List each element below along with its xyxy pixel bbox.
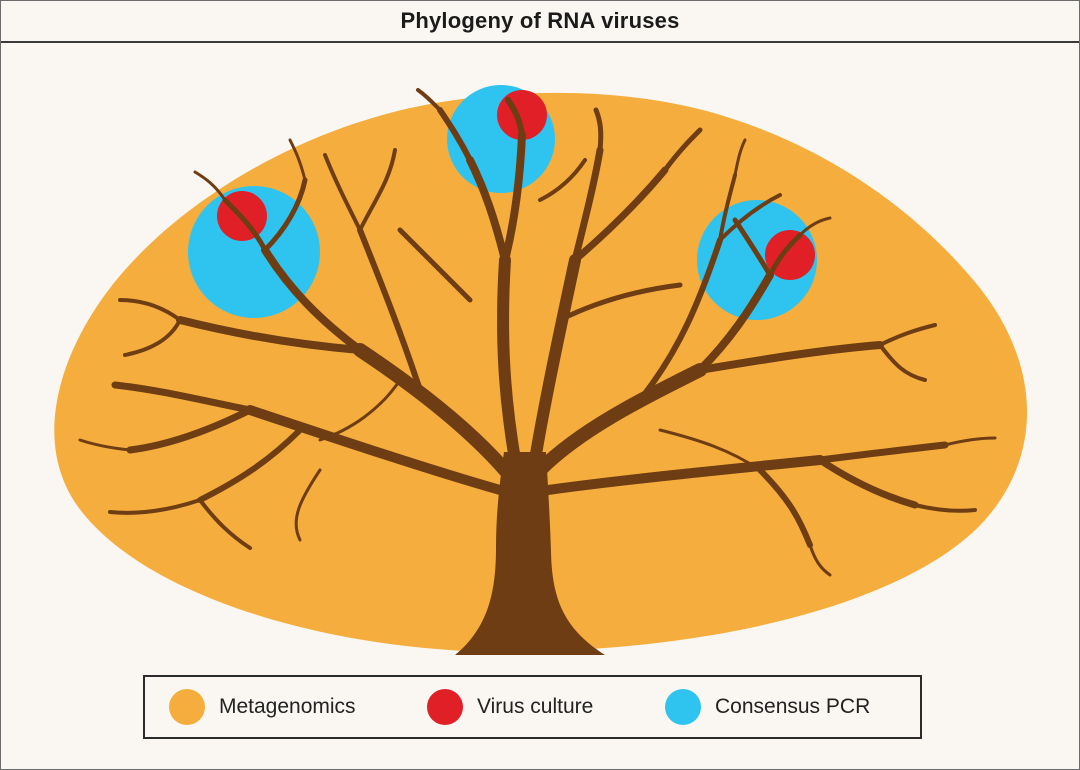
tree-branch <box>437 107 473 163</box>
phylogenetic-tree <box>78 88 997 655</box>
tree-branch <box>198 498 252 550</box>
tree-branch <box>197 427 303 503</box>
tree-branch <box>176 316 364 354</box>
tree-branch <box>397 227 473 303</box>
legend-label-consensus-pcr: Consensus PCR <box>715 695 871 718</box>
tree-branch <box>261 246 364 354</box>
tree-branch <box>533 363 707 477</box>
tree-branch <box>416 88 442 112</box>
legend-label-metagenomics: Metagenomics <box>219 695 356 718</box>
tree-branch <box>358 148 397 232</box>
tree-branch <box>193 170 227 202</box>
tree-branch <box>497 254 521 466</box>
tree-branch <box>126 406 254 454</box>
legend-swatch-consensus-pcr <box>665 689 701 725</box>
tree-branch <box>357 227 423 393</box>
tree-branch <box>696 341 884 374</box>
tree-trunk <box>455 452 605 655</box>
tree-branch <box>466 156 509 264</box>
tree-branch <box>262 177 308 253</box>
tree-branch <box>318 378 402 442</box>
title-bar: Phylogeny of RNA viruses <box>1 1 1079 43</box>
tree-branch <box>913 503 977 513</box>
legend-swatch-virus-culture <box>427 689 463 725</box>
tree-branch <box>816 456 919 509</box>
legend: Metagenomics Virus culture Consensus PCR <box>143 675 922 739</box>
tree-branch <box>288 138 307 182</box>
tree-branch <box>658 428 762 472</box>
tree-branch <box>353 343 512 477</box>
tree-branch <box>943 436 997 447</box>
tree-branch <box>757 467 813 548</box>
consensus-pcr-region-right <box>697 200 817 320</box>
tree-branch <box>798 216 832 237</box>
tree-branch <box>543 455 825 495</box>
tree-branch <box>767 232 803 278</box>
tree-branch <box>123 318 182 357</box>
tree-branch <box>557 282 683 323</box>
tree-branch <box>108 498 202 515</box>
tree-branch <box>529 254 581 466</box>
tree-branch <box>538 158 587 202</box>
tree-branch <box>878 323 937 347</box>
tree-branch <box>505 97 525 138</box>
tree-branch <box>118 298 182 322</box>
tree-branch <box>571 146 604 264</box>
legend-item-metagenomics: Metagenomics <box>169 677 356 737</box>
tree-branch <box>816 441 949 464</box>
tree-branch <box>808 543 832 577</box>
legend-item-consensus-pcr: Consensus PCR <box>665 677 870 737</box>
legend-label-virus-culture: Virus culture <box>477 695 594 718</box>
tree-branch <box>501 131 526 264</box>
tree-branch <box>78 438 132 452</box>
tree-branch <box>878 343 927 382</box>
tree-branch <box>718 173 737 242</box>
tree-branch <box>593 107 604 153</box>
tree-branch <box>111 381 254 414</box>
legend-swatch-metagenomics <box>169 689 205 725</box>
tree-branch <box>718 193 782 242</box>
virus-culture-region-right <box>765 230 815 280</box>
tree-branch <box>245 405 505 495</box>
figure-title: Phylogeny of RNA viruses <box>400 8 680 33</box>
tree-branch <box>294 468 322 542</box>
tree-branch <box>662 127 703 173</box>
tree-branch <box>323 153 362 232</box>
tree-branch <box>637 237 723 403</box>
tree-branch <box>733 138 747 177</box>
tree-branch <box>696 271 774 374</box>
tree-branch <box>571 166 669 264</box>
legend-item-virus-culture: Virus culture <box>427 677 593 737</box>
tree-branch <box>222 197 268 253</box>
